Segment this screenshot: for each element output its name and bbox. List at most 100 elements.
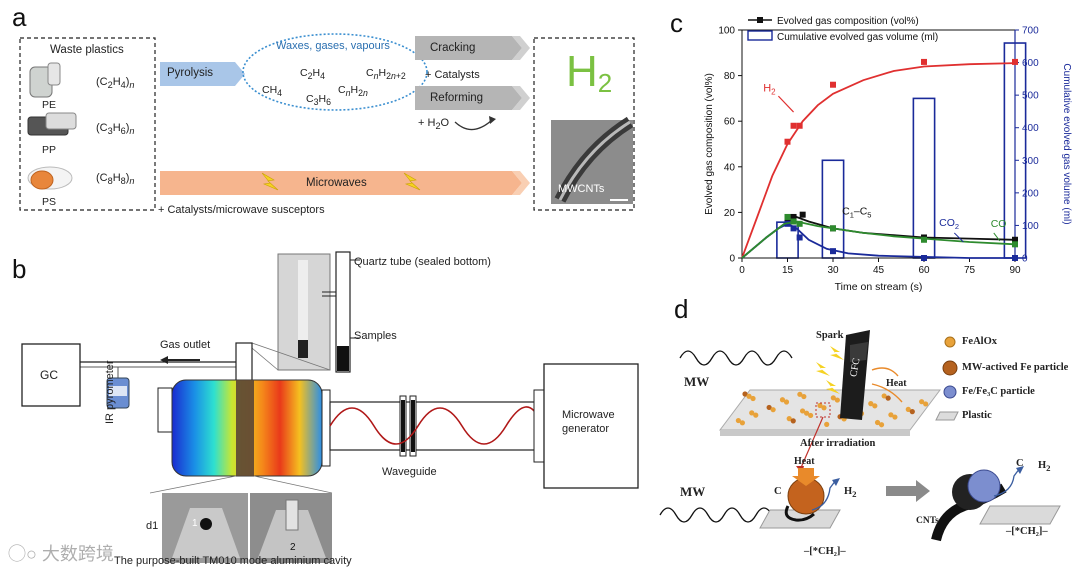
catalyst-particle (874, 419, 881, 426)
catalyst-particle (808, 412, 814, 419)
catalyst-particle (821, 405, 827, 411)
lightning-icon (403, 172, 421, 191)
catalyst-particle (746, 393, 752, 399)
plastic-formula-pe: (C2H4)n (96, 76, 135, 91)
x-tick-label: 60 (918, 265, 930, 276)
legend-plastic: Plastic (962, 410, 992, 421)
plus-catalysts-label: + Catalysts (425, 69, 480, 81)
watermark-icon: ◯○ (8, 544, 37, 564)
catalyst-particle (779, 397, 786, 403)
legend-line-label: Evolved gas composition (vol%) (777, 16, 919, 27)
catalyst-particle (923, 401, 929, 407)
mw-bottom-label: MW (680, 484, 706, 499)
gas-bag-icon (106, 367, 130, 409)
panel-d-letter: d (674, 294, 689, 324)
label-h2-arrow (777, 95, 795, 113)
c-right-label: C (1016, 458, 1024, 469)
legend-point-swatch (757, 17, 763, 23)
catalyst-particle (750, 395, 756, 402)
ir-pyrometer-label: IR pyrometer (104, 360, 116, 424)
panel-d-diagram (659, 330, 1061, 542)
data-point (921, 236, 927, 243)
catalyst-particle (770, 407, 776, 413)
legend-bar-swatch (747, 30, 773, 41)
catalyst-particle (919, 399, 925, 405)
species-cnh2n: CnH2n (338, 84, 368, 99)
species-ch4: CH4 (262, 84, 283, 99)
series-line (741, 222, 1015, 259)
gc-label: GC (40, 368, 58, 382)
h2-left-label: H2 (844, 486, 857, 500)
x-tick-label: 90 (1009, 265, 1021, 276)
data-point (799, 211, 806, 218)
label-co2: CO2 (939, 217, 959, 231)
legend-bar-label: Cumulative evolved gas volume (ml) (777, 32, 938, 43)
legend-fe-fe3c: Fe/Fe₃C particle (962, 386, 1035, 397)
panel-b-letter: b (12, 254, 27, 284)
cracking-arrow (415, 36, 522, 60)
data-point (1012, 58, 1018, 65)
catalysts-susceptors-label: + Catalysts/microwave susceptors (158, 204, 325, 216)
microwaves-label: Microwaves (306, 177, 367, 189)
catalyst-particle (834, 397, 840, 403)
heat-top-label: Heat (886, 378, 907, 389)
catalyst-particle (753, 412, 759, 418)
pyrolysis-label: Pyrolysis (167, 67, 214, 79)
bar (821, 159, 845, 259)
label-co-arrow (993, 232, 1001, 242)
data-point (921, 255, 927, 261)
data-point (1012, 255, 1018, 261)
quartz-tube-label: Quartz tube (sealed bottom) (354, 256, 491, 268)
x-tick-label: 30 (827, 265, 839, 276)
label-co: CO (991, 218, 1007, 230)
data-point (796, 122, 803, 129)
h2-product-label: H2 (566, 47, 613, 98)
legend-mw-fe: MW-actived Fe particle (962, 362, 1069, 373)
data-point (790, 122, 797, 129)
ch2-right-label: –[*CH₂]– (1006, 526, 1048, 537)
y2-tick-label: 500 (1022, 91, 1039, 102)
gas-outlet-label: Gas outlet (160, 339, 211, 351)
panel-c-letter: c (670, 8, 683, 38)
data-point (921, 58, 927, 65)
cavity-caption: The purpose-built TM010 mode aluminium c… (114, 555, 352, 567)
y-tick-label: 20 (724, 208, 736, 219)
c-left-label: C (774, 486, 782, 497)
y2-tick-label: 200 (1022, 188, 1039, 199)
photo-label-2: 2 (290, 542, 296, 553)
waveguide-label: Waveguide (382, 466, 437, 478)
plastic-name-ps: PS (42, 196, 57, 208)
ellipse-title: Waxes, gases, vapours (276, 40, 390, 52)
panel-b: b (0, 240, 660, 574)
plastic-formula-pp: (C3H6)n (96, 122, 135, 137)
y2-axis-label: Cumulative evolved gas volume (ml) (1061, 63, 1072, 224)
microwave-generator-box (543, 363, 639, 489)
watermark: ◯○ 大数跨境 (8, 544, 114, 564)
series-line (741, 216, 1016, 259)
y2-tick-label: 400 (1022, 123, 1039, 134)
panel-d: d (640, 294, 1080, 574)
pe-bottle-icon (29, 62, 61, 98)
plastic-formula-ps: (C8H8)n (96, 172, 135, 187)
label-c1c5: C1–C5 (842, 206, 871, 220)
series-line (741, 62, 1016, 259)
catalyst-particle (817, 402, 823, 409)
heat-bottom-label: Heat (794, 456, 815, 467)
data-point (790, 218, 797, 225)
data-point (790, 213, 797, 220)
pp-container-icon (27, 112, 77, 136)
y2-tick-label: 700 (1022, 26, 1039, 37)
legend-feallox: FeAlOx (962, 336, 997, 347)
catalyst-particle (799, 408, 806, 414)
data-point (830, 81, 836, 88)
catalyst-particle (881, 393, 887, 399)
y-tick-label: 0 (729, 254, 735, 265)
data-point (784, 213, 791, 220)
data-point (830, 225, 836, 232)
catalyst-particle (905, 406, 911, 412)
lightning-icon (261, 172, 279, 191)
data-point (790, 225, 797, 232)
data-point (830, 248, 836, 255)
